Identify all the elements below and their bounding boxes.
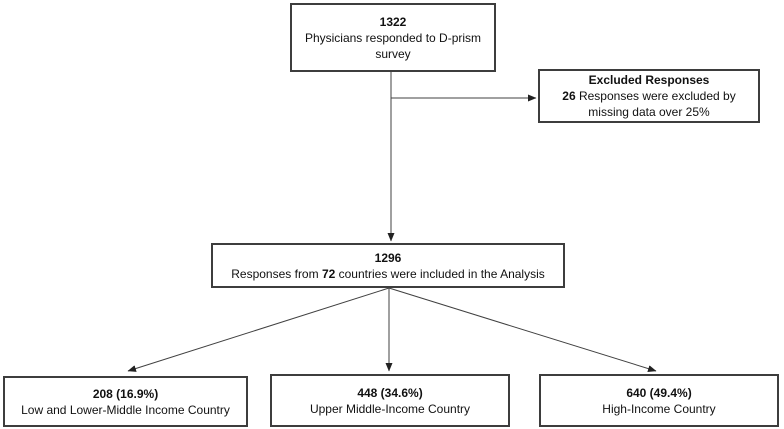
total-responses-count-value: 1322	[379, 14, 407, 29]
included-responses-text: Responses from 72 countries were include…	[217, 266, 559, 282]
excluded-responses-text: 26 Responses were excluded by missing da…	[544, 88, 754, 120]
excluded-responses-count: 26	[562, 89, 576, 103]
excluded-responses-title: Excluded Responses	[544, 72, 754, 88]
included-responses-count: 1296	[217, 250, 559, 266]
connector-included-to-low	[127, 287, 390, 372]
connector-included-to-high	[388, 287, 657, 372]
high-income-count-value: 640 (49.4%)	[626, 385, 692, 400]
upper-middle-income-count-value: 448 (34.6%)	[357, 385, 423, 400]
excluded-responses-detail: Responses were excluded by missing data …	[575, 89, 736, 119]
included-text-before: Responses from	[231, 266, 322, 281]
node-low-income: 208 (16.9%) Low and Lower-Middle Income …	[3, 376, 248, 427]
node-excluded-responses: Excluded Responses 26 Responses were exc…	[538, 69, 760, 123]
high-income-label: High-Income Country	[602, 401, 716, 416]
upper-middle-income-count: 448 (34.6%)	[276, 385, 504, 401]
node-high-income: 640 (49.4%) High-Income Country	[539, 374, 779, 427]
included-countries-count: 72	[321, 266, 336, 281]
included-text-after: countries were included in the Analysis	[335, 266, 545, 281]
total-responses-count: 1322	[296, 14, 490, 30]
excluded-responses-title-text: Excluded Responses	[588, 73, 710, 87]
node-included-responses: 1296 Responses from 72 countries were in…	[211, 243, 565, 288]
node-total-responses: 1322 Physicians responded to D-prism sur…	[290, 3, 496, 72]
low-income-count: 208 (16.9%)	[9, 386, 242, 402]
total-responses-text: Physicians responded to D-prism survey	[304, 30, 482, 61]
high-income-count: 640 (49.4%)	[545, 385, 773, 401]
included-responses-count-value: 1296	[374, 250, 402, 265]
low-income-count-value: 208 (16.9%)	[92, 386, 159, 401]
upper-middle-income-label: Upper Middle-Income Country	[309, 401, 471, 416]
node-upper-middle-income: 448 (34.6%) Upper Middle-Income Country	[270, 374, 510, 427]
low-income-label: Low and Lower-Middle Income Country	[21, 402, 230, 417]
